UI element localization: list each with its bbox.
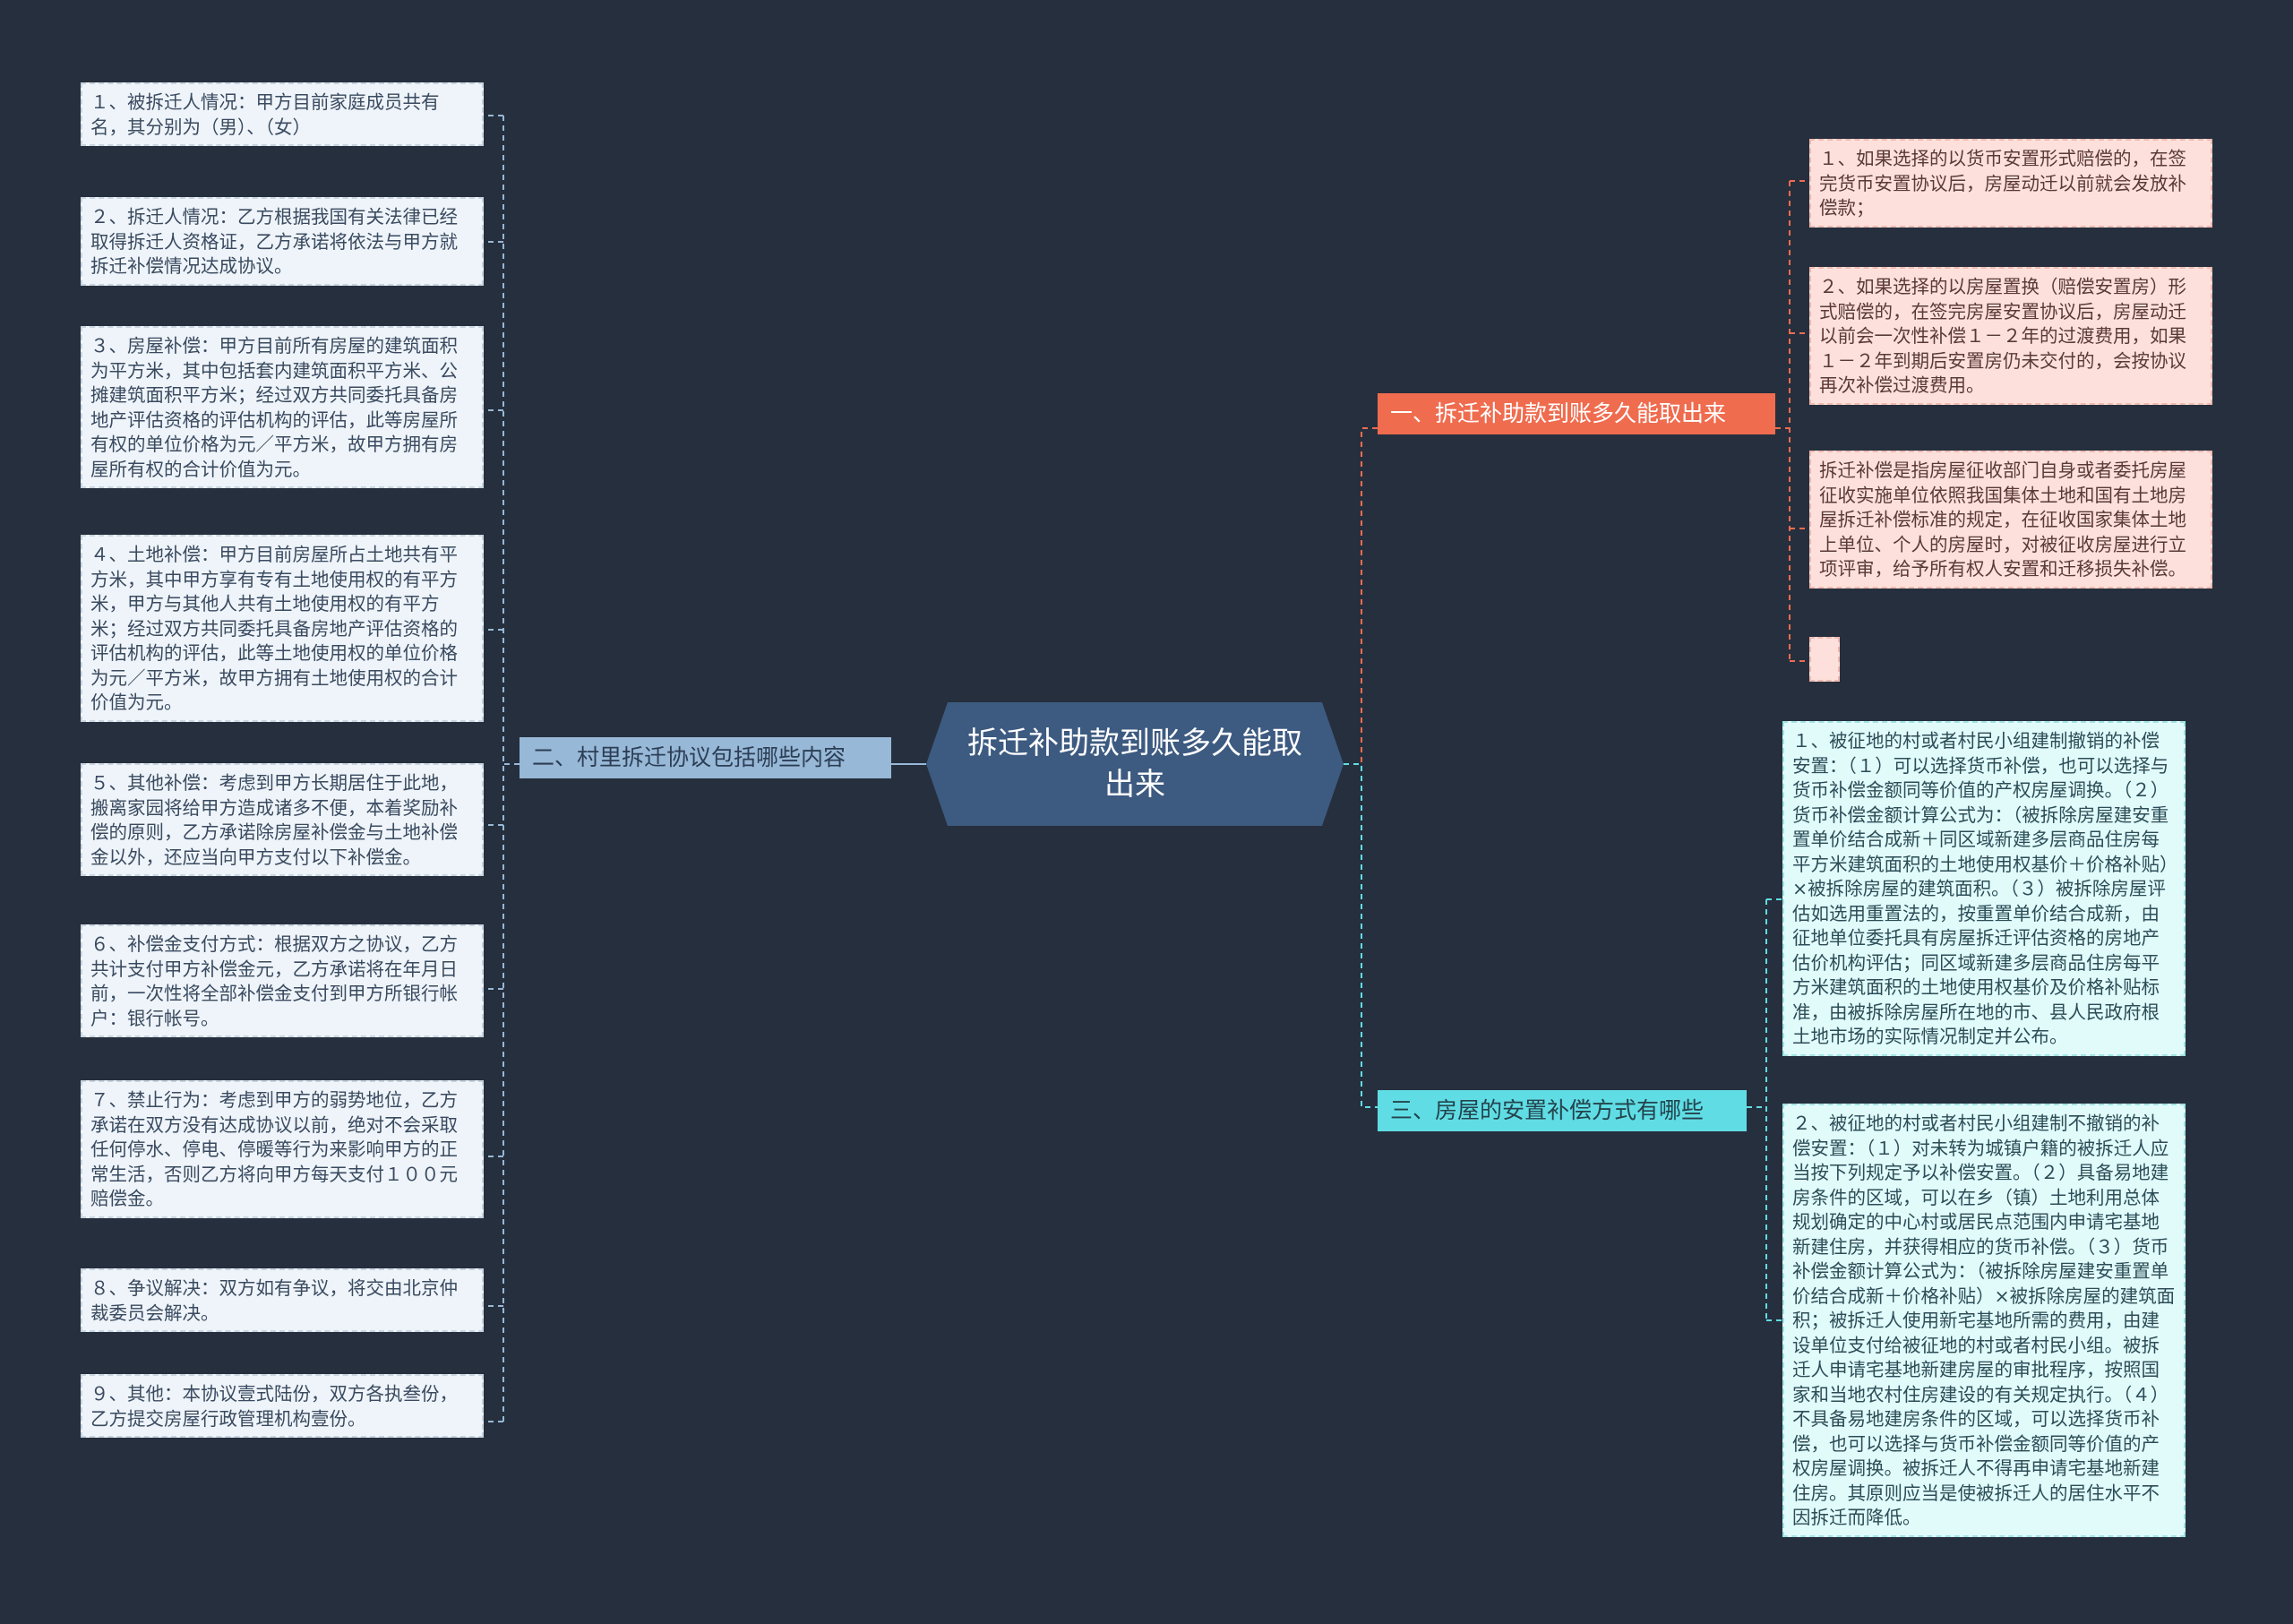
branch-label: 三、房屋的安置补偿方式有哪些 xyxy=(1390,1097,1705,1123)
b2-item-9[interactable]: ９、其他：本协议壹式陆份，双方各执叁份，乙方提交房屋行政管理机构壹份。 xyxy=(81,1374,484,1438)
b2-item-4[interactable]: ４、土地补偿：甲方目前房屋所占土地共有平方米，其中甲方享有专有土地使用权的有平方… xyxy=(81,535,484,722)
link-b1-items xyxy=(1775,180,1809,662)
branch-withdrawal-timing[interactable]: 一、拆迁补助款到账多久能取出来 xyxy=(1378,393,1775,434)
b1-item-2[interactable]: ２、如果选择的以房屋置换（赔偿安置房）形式赔偿的，在签完房屋安置协议后，房屋动迁… xyxy=(1809,267,2212,405)
branch-agreement-content[interactable]: 二、村里拆迁协议包括哪些内容 xyxy=(520,737,891,778)
link-root-b3 xyxy=(1344,763,1378,1108)
b2-item-8[interactable]: ８、争议解决：双方如有争议，将交由北京仲裁委员会解决。 xyxy=(81,1268,484,1332)
branch-label: 二、村里拆迁协议包括哪些内容 xyxy=(532,744,846,770)
b2-item-6[interactable]: ６、补偿金支付方式：根据双方之协议，乙方共计支付甲方补偿金元，乙方承诺将在年月日… xyxy=(81,924,484,1037)
b2-item-1[interactable]: １、被拆迁人情况：甲方目前家庭成员共有名，其分别为（男）、（女） xyxy=(81,82,484,146)
b2-item-2[interactable]: ２、拆迁人情况：乙方根据我国有关法律已经取得拆迁人资格证，乙方承诺将依法与甲方就… xyxy=(81,197,484,286)
branch-label: 一、拆迁补助款到账多久能取出来 xyxy=(1390,400,1727,426)
link-root-b1 xyxy=(1344,427,1378,765)
b2-item-7[interactable]: ７、禁止行为：考虑到甲方的弱势地位，乙方承诺在双方没有达成协议以前，绝对不会采取… xyxy=(81,1080,484,1218)
root-topic-label: 拆迁补助款到账多久能取出来 xyxy=(967,726,1302,803)
b3-item-1[interactable]: １、被征地的村或者村民小组建制撤销的补偿安置：（１）可以选择货币补偿，也可以选择… xyxy=(1782,721,2186,1056)
root-topic[interactable]: 拆迁补助款到账多久能取出来 xyxy=(926,702,1344,826)
link-b3-items xyxy=(1747,898,1782,1321)
b2-item-3[interactable]: ３、房屋补偿：甲方目前所有房屋的建筑面积为平方米，其中包括套内建筑面积平方米、公… xyxy=(81,326,484,488)
b2-item-5[interactable]: ５、其他补偿：考虑到甲方长期居住于此地，搬离家园将给甲方造成诸多不便，本着奖励补… xyxy=(81,763,484,876)
branch-compensation-methods[interactable]: 三、房屋的安置补偿方式有哪些 xyxy=(1378,1090,1747,1131)
b1-item-4-empty[interactable] xyxy=(1809,637,1840,682)
b3-item-2[interactable]: ２、被征地的村或者村民小组建制不撤销的补偿安置：（１）对未转为城镇户籍的被拆迁人… xyxy=(1782,1104,2186,1537)
b1-item-1[interactable]: １、如果选择的以货币安置形式赔偿的，在签完货币安置协议后，房屋动迁以前就会发放补… xyxy=(1809,139,2212,228)
b1-item-3[interactable]: 拆迁补偿是指房屋征收部门自身或者委托房屋征收实施单位依照我国集体土地和国有土地房… xyxy=(1809,451,2212,589)
link-b2-items xyxy=(484,115,520,1422)
